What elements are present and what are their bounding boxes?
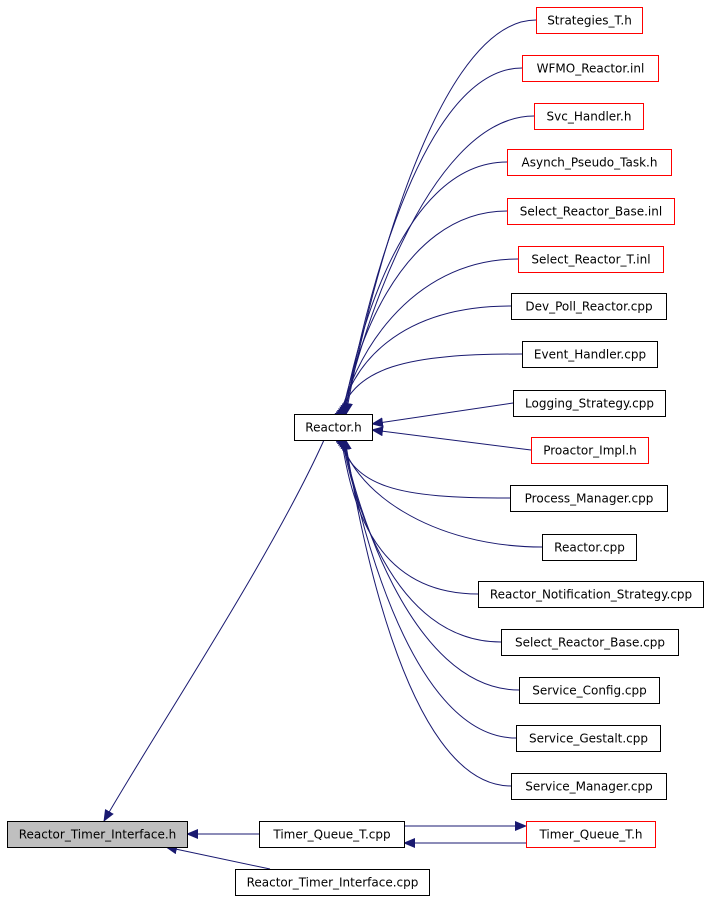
node-box (507, 198, 675, 225)
node-select-reactor-base-cpp[interactable]: Select_Reactor_Base.cpp (501, 629, 679, 656)
node-label: Service_Gestalt.cpp (529, 732, 648, 746)
node-label: Service_Config.cpp (532, 684, 647, 698)
node-label: Reactor_Timer_Interface.cpp (247, 876, 419, 890)
node-box (513, 390, 666, 417)
node-timer-queue-t-h[interactable]: Timer_Queue_T.h (526, 821, 656, 848)
node-box (531, 437, 649, 464)
node-label: Select_Reactor_T.inl (531, 253, 650, 267)
edge-svc-handler-h-to-reactor-h (340, 115, 535, 418)
node-reactor-cpp[interactable]: Reactor.cpp (542, 534, 637, 561)
edge-service-manager-cpp-to-reactor-h (341, 437, 512, 787)
node-box (7, 821, 188, 848)
node-label: Select_Reactor_Base.cpp (515, 636, 665, 650)
node-label: Proactor_Impl.h (543, 444, 637, 458)
node-select-reactor-t-inl[interactable]: Select_Reactor_T.inl (518, 246, 664, 273)
edge-proactor-impl-h-to-reactor-h (371, 426, 532, 451)
node-label: Reactor.h (305, 421, 361, 435)
edges-layer (103, 19, 543, 870)
edge-dev-poll-reactor-cpp-to-reactor-h (335, 305, 512, 424)
node-reactor-h[interactable]: Reactor.h (294, 414, 373, 441)
node-event-handler-cpp[interactable]: Event_Handler.cpp (522, 341, 658, 368)
node-box (518, 246, 664, 273)
node-wfmo-reactor-inl[interactable]: WFMO_Reactor.inl (522, 55, 659, 82)
node-box (536, 7, 643, 34)
node-label: Timer_Queue_T.cpp (272, 828, 390, 842)
node-box (478, 581, 704, 608)
edge-logging-strategy-cpp-to-reactor-h (371, 402, 514, 428)
node-service-manager-cpp[interactable]: Service_Manager.cpp (511, 773, 667, 800)
node-label: Reactor.cpp (554, 541, 625, 555)
node-box (259, 821, 405, 848)
node-box (534, 103, 644, 130)
node-dev-poll-reactor-cpp[interactable]: Dev_Poll_Reactor.cpp (511, 293, 667, 320)
node-label: Service_Manager.cpp (525, 780, 653, 794)
node-label: Svc_Handler.h (547, 110, 632, 124)
edge-event-handler-cpp-to-reactor-h (334, 353, 523, 426)
node-box (511, 773, 667, 800)
node-box (510, 485, 668, 512)
node-strategies-t-h[interactable]: Strategies_T.h (536, 7, 643, 34)
node-box (522, 341, 658, 368)
node-label: Select_Reactor_Base.inl (520, 205, 662, 219)
node-logging-strategy-cpp[interactable]: Logging_Strategy.cpp (513, 390, 666, 417)
node-service-config-cpp[interactable]: Service_Config.cpp (519, 677, 660, 704)
edge-service-config-cpp-to-reactor-h (339, 434, 520, 691)
node-label: WFMO_Reactor.inl (537, 62, 645, 76)
node-box (522, 55, 659, 82)
node-label: Timer_Queue_T.h (538, 828, 642, 842)
node-svc-handler-h[interactable]: Svc_Handler.h (534, 103, 644, 130)
node-asynch-pseudo-task-h[interactable]: Asynch_Pseudo_Task.h (507, 149, 672, 176)
node-label: Asynch_Pseudo_Task.h (522, 156, 658, 170)
node-box (519, 677, 660, 704)
node-box (294, 414, 373, 441)
node-reactor-timer-interface-cpp[interactable]: Reactor_Timer_Interface.cpp (235, 869, 430, 896)
edge-select-reactor-t-inl-to-reactor-h (337, 258, 519, 423)
node-proactor-impl-h[interactable]: Proactor_Impl.h (531, 437, 649, 464)
node-process-manager-cpp[interactable]: Process_Manager.cpp (510, 485, 668, 512)
node-label: Logging_Strategy.cpp (525, 397, 654, 411)
node-box (516, 725, 661, 752)
node-label: Process_Manager.cpp (525, 492, 654, 506)
node-box (235, 869, 430, 896)
edge-reactor-timer-interface-cpp-to-reactor-timer-interface-h (165, 844, 271, 870)
node-reactor-notification-strategy-cpp[interactable]: Reactor_Notification_Strategy.cpp (478, 581, 704, 608)
node-timer-queue-t-cpp[interactable]: Timer_Queue_T.cpp (259, 821, 405, 848)
node-label: Event_Handler.cpp (534, 348, 646, 362)
node-box (501, 629, 679, 656)
edge-wfmo-reactor-inl-to-reactor-h (341, 67, 523, 417)
edge-select-reactor-base-cpp-to-reactor-h (338, 433, 502, 643)
node-box (542, 534, 637, 561)
node-box (511, 293, 667, 320)
node-box (526, 821, 656, 848)
node-service-gestalt-cpp[interactable]: Service_Gestalt.cpp (516, 725, 661, 752)
node-reactor-timer-interface-h: Reactor_Timer_Interface.h (7, 821, 188, 848)
node-select-reactor-base-inl[interactable]: Select_Reactor_Base.inl (507, 198, 675, 225)
node-label: Dev_Poll_Reactor.cpp (525, 300, 652, 314)
node-box (507, 149, 672, 176)
node-label: Reactor_Notification_Strategy.cpp (490, 588, 692, 602)
node-label: Strategies_T.h (547, 14, 632, 28)
edge-select-reactor-base-inl-to-reactor-h (338, 210, 508, 421)
edge-reactor-h-to-reactor-timer-interface-h (103, 439, 325, 822)
nodes-layer: Reactor_Timer_Interface.h Reactor.h Strate… (7, 7, 704, 896)
node-label: Reactor_Timer_Interface.h (19, 828, 177, 842)
